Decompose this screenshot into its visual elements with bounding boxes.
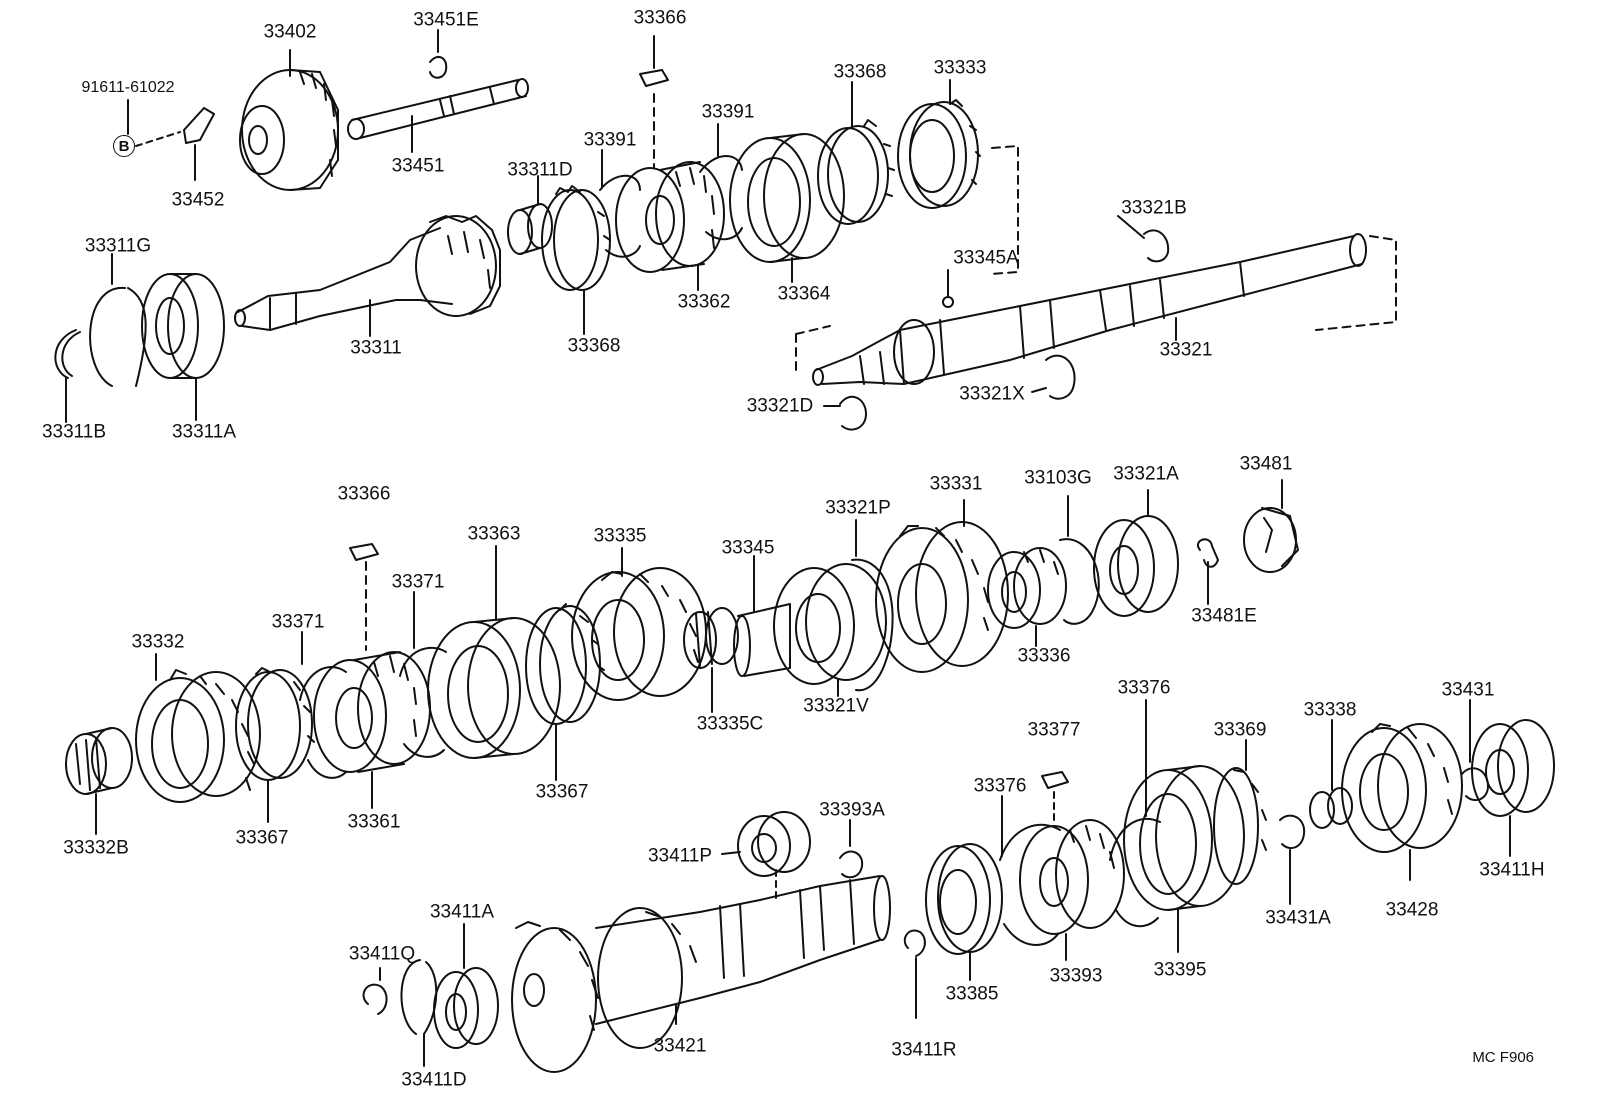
key-spring-33371-b [399,647,447,758]
bearing-33311D [507,175,553,255]
bearing-33411H [1471,719,1555,857]
clutch-hub-33362 [615,93,725,291]
snap-ring-33431A [1279,814,1306,850]
bearing-33411A [433,923,499,1049]
key-spring-33376-b [1109,817,1161,928]
needle-bearing-33332B [65,727,133,835]
sleeve-33395 [1123,765,1245,953]
sleeve-33321V [773,563,887,697]
figure-code: MC F906 [1472,1049,1534,1066]
gear-33332 [135,653,261,803]
bearing-33321A [1093,489,1179,617]
bearing-33311A [141,273,225,421]
ring-33385 [925,843,1003,981]
sleeve-33363 [427,545,561,759]
hub-sleeve-33364 [729,133,845,283]
gear-33402 [239,49,339,191]
sync-ring-33367-a [235,667,315,823]
input-shaft-33311 [234,215,501,337]
gear-33331 [875,499,1009,673]
hub-33393 [1019,819,1125,961]
snap-ring-33311B [54,329,81,379]
gear-33369 [1213,739,1267,885]
gear-33481 [1243,479,1299,573]
sync-ring-33368 [541,185,611,335]
hub-33345 [733,555,791,677]
snap-ring-33321D [839,395,867,431]
key-spring-33371-a [299,666,347,779]
snap-ring-33431 [1461,767,1489,802]
needle-bearing-33335C [683,607,739,713]
ring-33311G [89,286,147,387]
key-spring-33391-b [699,155,743,241]
gear-33428 [1341,723,1463,881]
output-shaft-33321 [795,233,1397,386]
bracket-33452 [135,107,215,181]
sync-ring-33367-b [525,603,605,781]
ring-33321P [851,558,894,692]
hub-33361 [313,651,431,809]
snap-ring-33411Q [362,983,388,1015]
clip-33451E [429,55,448,79]
gear-33336 [987,547,1067,647]
snap-ring-33321X [1045,354,1076,400]
shift-key-33366-mid [349,543,379,561]
snap-ring-33321B [1143,229,1170,263]
key-spring-33376-a [999,823,1061,946]
ball-33345A [942,296,954,308]
shift-key-33366-top [639,69,669,87]
sync-ring-33368-top [817,81,895,225]
ring-33411D [400,959,438,1035]
ring-33333 [897,79,1019,275]
shift-key-33377 [1041,771,1069,789]
counter-gear-33421 [511,869,891,1073]
snap-ring-33411R [903,929,926,957]
shaft-33451 [347,78,529,153]
bearing-33338 [1309,719,1353,829]
bearing-33411P [721,811,811,877]
ring-33103G [1059,538,1100,625]
clip-33393A [839,850,864,879]
b-reference-mark: B [113,135,135,157]
